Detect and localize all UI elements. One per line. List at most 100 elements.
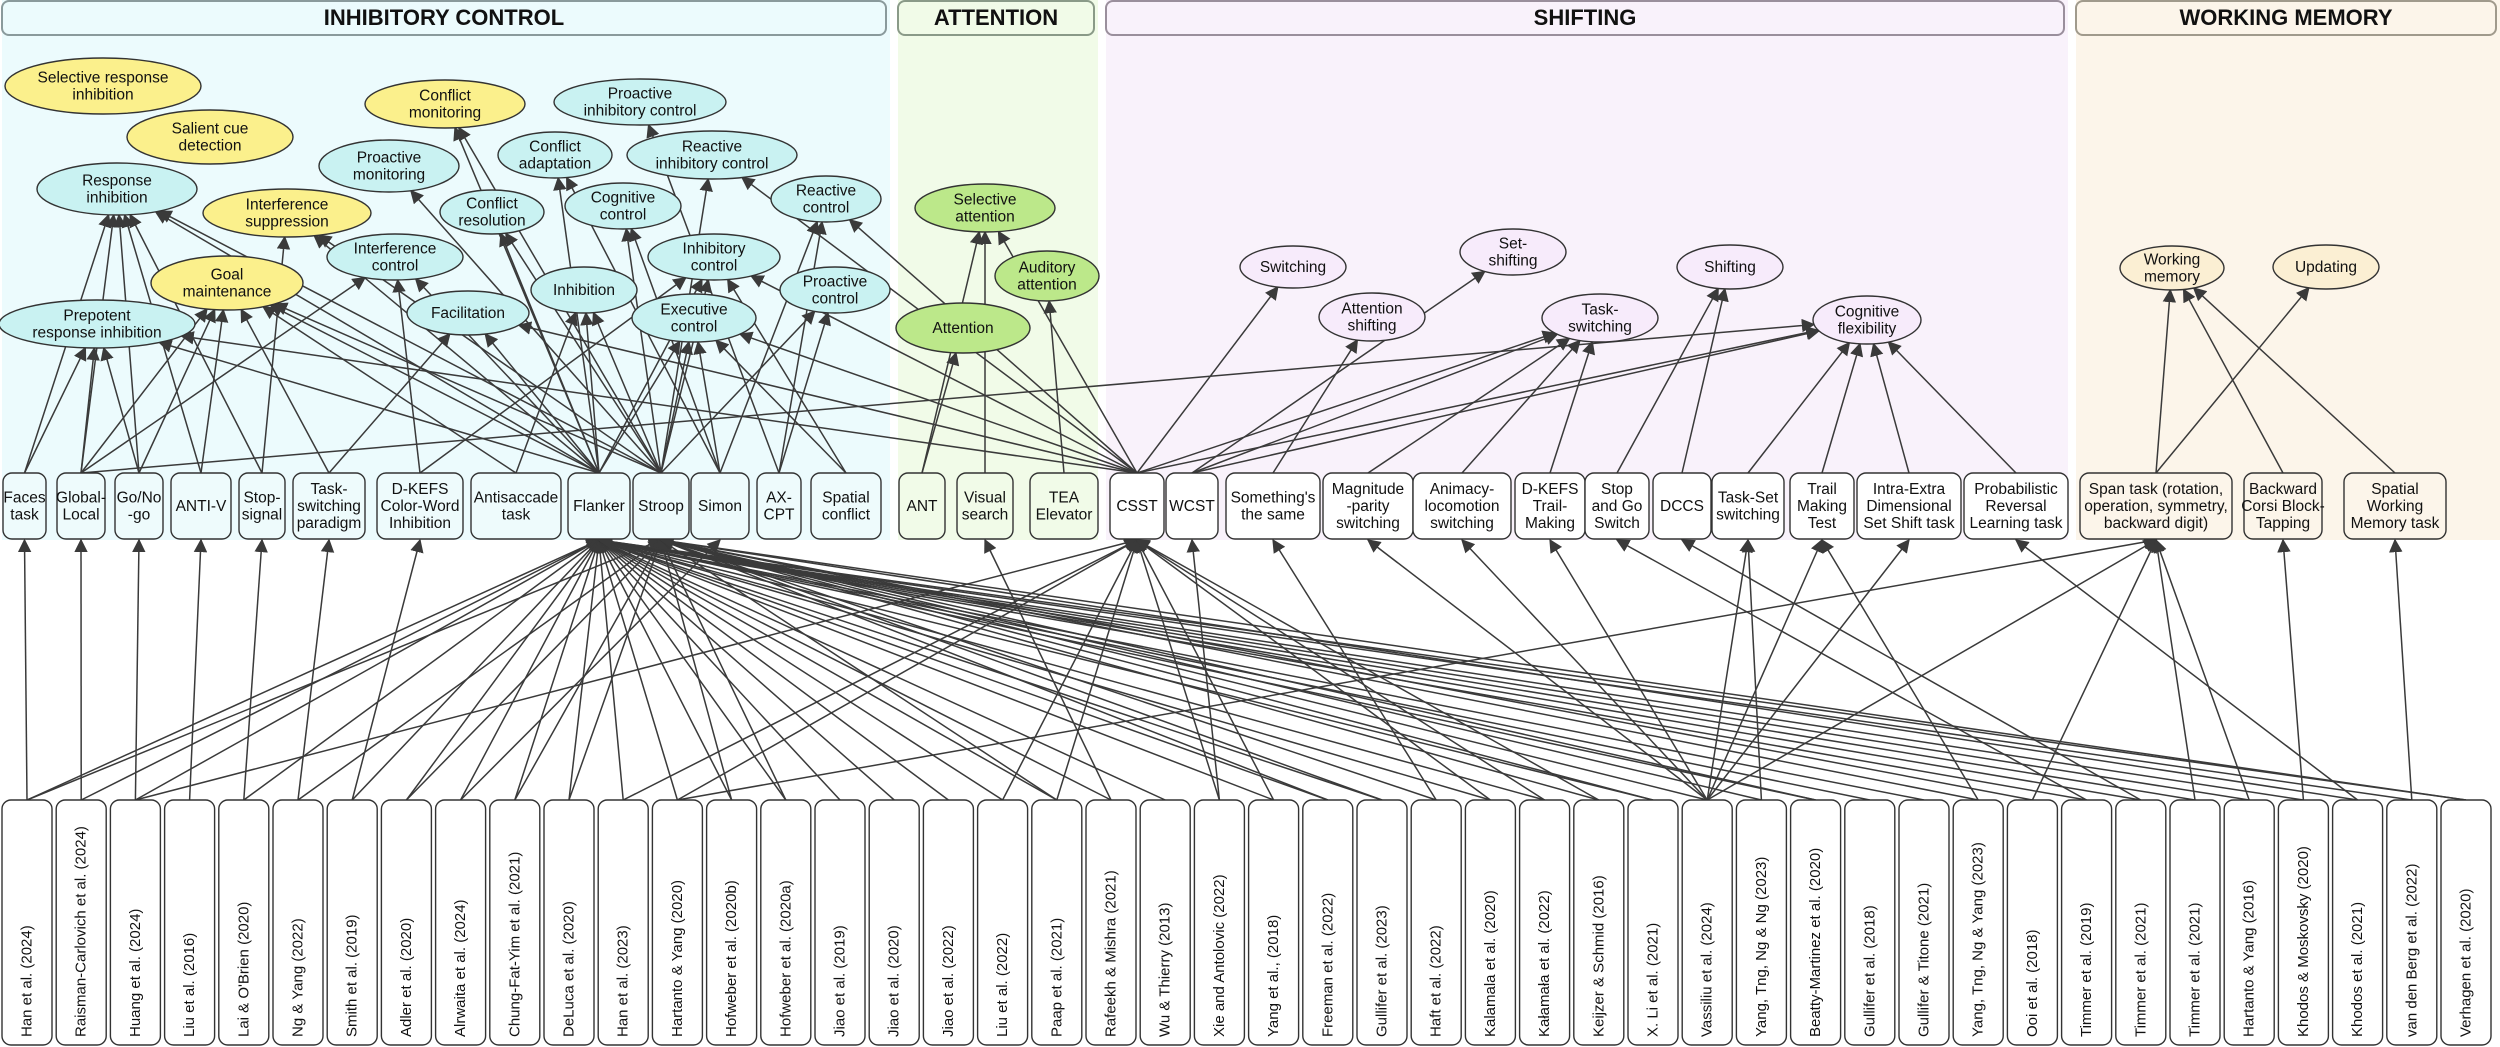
edge-task-construct	[505, 232, 662, 474]
construct-sh: Shifting	[1676, 244, 1784, 290]
edge-task-construct	[1367, 337, 1571, 474]
edge-study-task	[597, 535, 1816, 801]
task-label: Stroop	[638, 498, 684, 515]
study-rect	[1789, 799, 1842, 1046]
task-box	[1963, 472, 2069, 540]
study-rect	[922, 799, 975, 1046]
study-box: Kałamała et al. (2022)	[1518, 799, 1571, 1046]
edge-study-task	[597, 537, 1329, 801]
edge-study-task	[351, 539, 600, 801]
edge-task-construct	[1272, 338, 1359, 474]
task-box	[1029, 472, 1099, 540]
section-title-att: ATTENTION	[934, 5, 1058, 30]
edge-study-task	[597, 538, 1166, 801]
study-box: Haft et al. (2022)	[1410, 799, 1462, 1046]
construct-ellipse	[150, 255, 304, 311]
edge-study-task	[514, 538, 602, 801]
section-header-wm	[2075, 0, 2497, 36]
construct-label: Shifting	[1704, 259, 1756, 276]
edge-task-construct	[2182, 288, 2284, 474]
study-label: Ooi et al. (2018)	[2024, 929, 2041, 1037]
task-gl: Global-Local	[56, 472, 106, 540]
edge-task-construct	[693, 340, 721, 474]
edge-task-construct	[1616, 287, 1719, 474]
study-label: Gullifer et al. (2023)	[1374, 905, 1391, 1037]
study-rect	[489, 799, 541, 1046]
study-box: Han et al. (2024)	[1, 799, 53, 1046]
edge-task-construct	[100, 346, 140, 474]
study-label: van den Berg et al. (2022)	[2403, 864, 2420, 1037]
study-label: Xie and Antolovic (2022)	[1211, 874, 1228, 1037]
edge-study-task	[598, 538, 733, 801]
edge-task-construct	[621, 227, 662, 474]
construct-label: Switching	[1260, 259, 1326, 276]
study-box: Jiao et al. (2022)	[922, 799, 975, 1046]
study-label: Vassiliu et al. (2024)	[1699, 902, 1716, 1037]
edge-task-construct	[921, 351, 960, 474]
edge-task-construct	[1043, 299, 1065, 474]
edge-study-task	[597, 539, 1058, 801]
edge-study-task	[659, 536, 1708, 801]
task-box	[632, 472, 690, 540]
edge-task-construct	[1191, 270, 1486, 474]
study-rect	[2060, 799, 2113, 1046]
construct-ellipse	[364, 79, 526, 129]
study-label: Freeman et al. (2022)	[1319, 893, 1336, 1037]
task-antiv: ANTI-V	[170, 472, 232, 540]
study-rect	[1573, 799, 1625, 1046]
study-rect	[1518, 799, 1571, 1046]
edge-task-construct	[1461, 339, 1581, 474]
study-rect	[597, 799, 649, 1046]
task-dccs: DCCS	[1652, 472, 1712, 540]
study-label: Liu et al. (2016)	[181, 933, 198, 1037]
edge-study-task	[660, 538, 787, 801]
edge-study-task	[459, 538, 600, 801]
task-box	[170, 472, 232, 540]
study-label: Gullifer & Titone (2021)	[1916, 883, 1933, 1037]
construct-ellipse	[1239, 245, 1347, 289]
construct-ellipse	[779, 266, 891, 314]
edge-task-construct	[180, 331, 1138, 474]
edge-study-task	[659, 535, 2467, 801]
study-label: Hofweber et al. (2020b)	[723, 880, 740, 1037]
study-label: Paap et al. (2021)	[1048, 918, 1065, 1037]
study-box: Chung-Fat-Yim et al. (2021)	[489, 799, 541, 1046]
construct-label: Set-shifting	[1488, 236, 1537, 270]
edge-task-construct	[2155, 288, 2177, 474]
edge-task-construct	[1681, 287, 1729, 474]
study-box: Timmer et al. (2021)	[2115, 799, 2167, 1046]
study-label: Gullifer et al. (2018)	[1861, 905, 1878, 1037]
study-rect	[1410, 799, 1462, 1046]
edge-task-construct	[553, 176, 600, 474]
study-rect	[1, 799, 53, 1046]
task-label: Go/No-go	[117, 490, 162, 524]
study-label: Hartanto & Yang (2020)	[669, 880, 686, 1037]
study-box: Xie and Antolovic (2022)	[1193, 799, 1246, 1046]
construct-ellipse	[1676, 244, 1784, 290]
study-rect	[760, 799, 812, 1046]
edge-task-construct	[778, 220, 827, 474]
task-label: Stop-signal	[242, 490, 283, 524]
edge-study-task	[659, 537, 1383, 801]
edge-task-construct	[1136, 330, 1557, 474]
edge-study-task	[2153, 538, 2250, 801]
task-stroop: Stroop	[632, 472, 690, 540]
